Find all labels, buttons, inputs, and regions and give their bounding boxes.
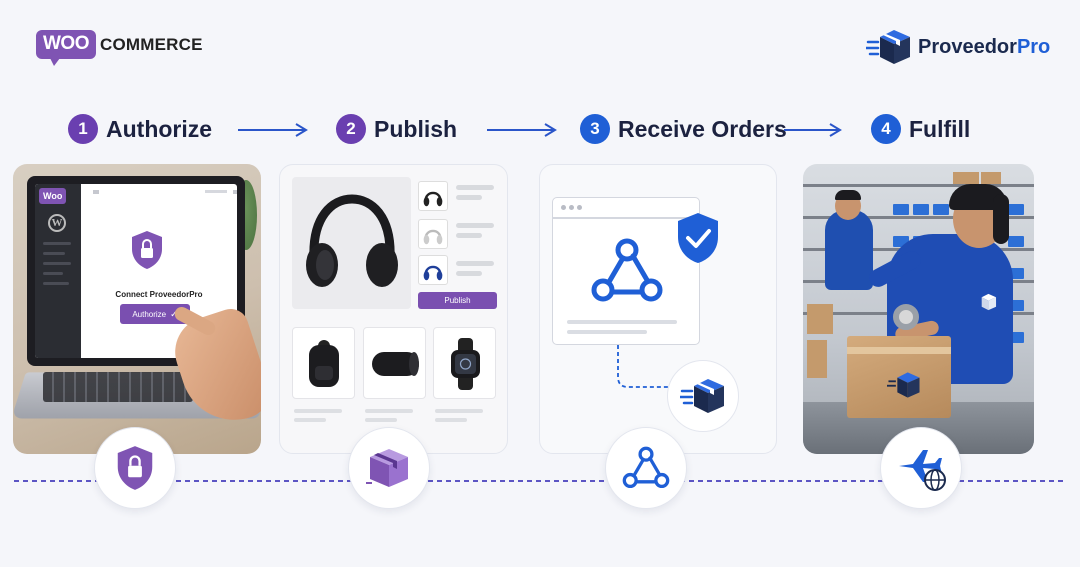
step-number: 3 bbox=[580, 114, 610, 144]
speaker-icon bbox=[372, 352, 419, 376]
woo-logo-badge: WOO bbox=[36, 30, 96, 66]
proveedorpro-logo: ProveedorPro bbox=[866, 28, 1050, 66]
step-fulfill: 4 Fulfill bbox=[871, 114, 970, 144]
woocommerce-logo: WOO COMMERCE bbox=[36, 30, 203, 66]
step-title: Fulfill bbox=[909, 115, 971, 142]
box-speed-icon bbox=[866, 30, 910, 64]
publish-panel: Publish bbox=[279, 164, 508, 454]
proveedorpro-name: ProveedorPro bbox=[918, 35, 1051, 58]
webhook-icon bbox=[591, 238, 663, 302]
step-publish: 2 Publish bbox=[336, 114, 457, 144]
screen-top-bar bbox=[93, 190, 237, 194]
publish-button[interactable]: Publish bbox=[418, 292, 497, 309]
variant-thumb-black[interactable] bbox=[418, 181, 448, 211]
wordpress-icon: W bbox=[48, 214, 66, 232]
step-title: Publish bbox=[374, 115, 458, 142]
arrow-right-icon bbox=[238, 123, 308, 137]
box-speed-icon bbox=[887, 372, 920, 398]
woo-menu-badge: Woo bbox=[39, 188, 67, 204]
product-smartwatch bbox=[433, 327, 496, 399]
backpack-icon bbox=[309, 340, 339, 387]
order-package-badge bbox=[667, 360, 739, 432]
receive-orders-panel bbox=[539, 164, 777, 454]
headphones-icon bbox=[423, 191, 443, 207]
arrow-right-icon bbox=[784, 123, 842, 137]
headphones-icon bbox=[423, 229, 443, 245]
badge-authorize bbox=[94, 427, 176, 509]
box-speed-icon bbox=[981, 293, 997, 311]
headphones-icon bbox=[306, 194, 398, 287]
packing-tape bbox=[847, 347, 951, 354]
step-authorize: 1 Authorize bbox=[68, 114, 212, 144]
box-speed-icon bbox=[680, 379, 724, 413]
woo-logo-word: COMMERCE bbox=[100, 34, 203, 54]
product-headphones-main bbox=[292, 177, 411, 309]
step-number: 4 bbox=[871, 114, 901, 144]
wordpress-admin-screen: Woo W Connect ProveedorPro Authorize bbox=[35, 184, 237, 358]
step-title: Receive Orders bbox=[618, 115, 787, 142]
variant-thumb-blue[interactable] bbox=[418, 255, 448, 285]
badge-fulfill bbox=[880, 427, 962, 509]
badge-receive-orders bbox=[605, 427, 687, 509]
lock-shield-icon bbox=[117, 446, 153, 490]
step-number: 2 bbox=[336, 114, 366, 144]
smartwatch-icon bbox=[451, 338, 480, 390]
tape-dispenser bbox=[893, 304, 919, 330]
step-receive-orders: 3 Receive Orders bbox=[580, 114, 787, 144]
fulfill-panel bbox=[803, 164, 1034, 454]
authorize-panel: Woo W Connect ProveedorPro Authorize bbox=[13, 164, 261, 454]
admin-sidebar: Woo W bbox=[35, 184, 81, 358]
variant-thumb-white[interactable] bbox=[418, 219, 448, 249]
headphones-icon bbox=[423, 265, 443, 281]
badge-publish bbox=[348, 427, 430, 509]
package-icon bbox=[366, 449, 408, 487]
plane-globe-icon bbox=[899, 450, 946, 491]
product-speaker bbox=[363, 327, 426, 399]
webhook-icon bbox=[622, 446, 670, 489]
step-title: Authorize bbox=[106, 115, 213, 142]
laptop-keyboard bbox=[43, 372, 193, 402]
timeline-dotted-line bbox=[14, 480, 1066, 482]
browser-window bbox=[552, 197, 700, 345]
background-worker bbox=[825, 210, 873, 290]
shield-check-icon bbox=[678, 213, 718, 263]
step-number: 1 bbox=[68, 114, 98, 144]
connect-heading: Connect ProveedorPro bbox=[115, 290, 203, 299]
lock-shield-icon bbox=[132, 231, 162, 269]
product-backpack bbox=[292, 327, 355, 399]
arrow-right-icon bbox=[487, 123, 557, 137]
